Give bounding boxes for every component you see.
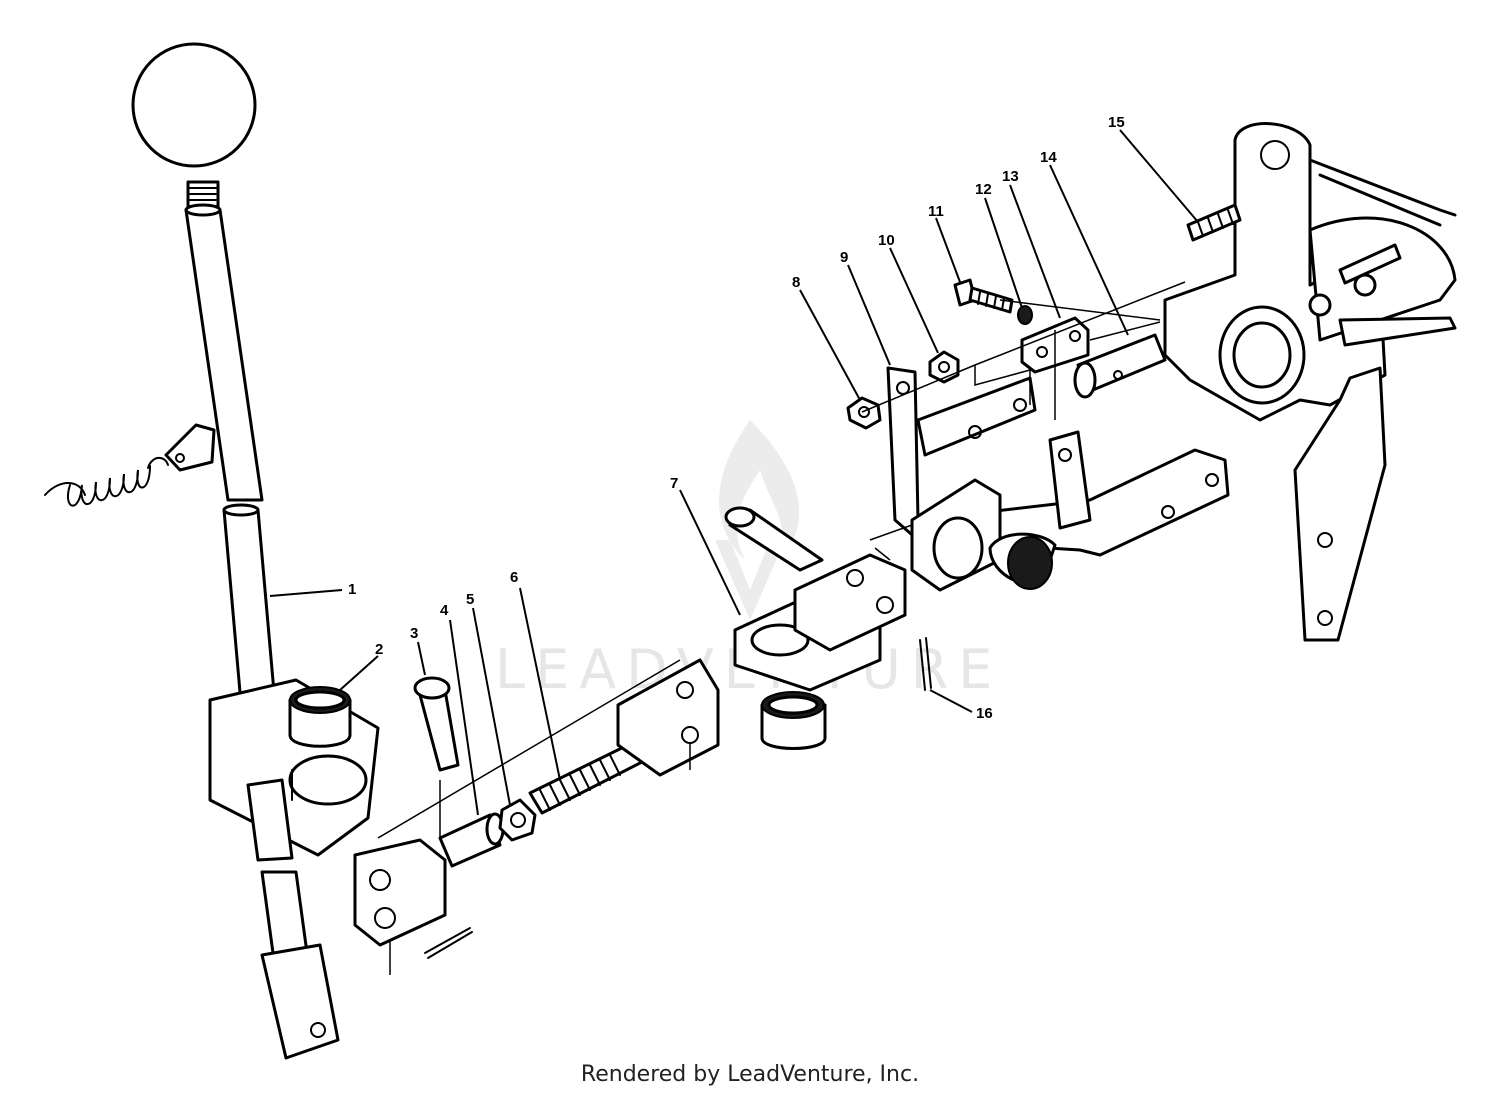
assembly-lines — [377, 281, 1186, 975]
callout-4: 4 — [440, 602, 449, 619]
part-6-threaded-rod — [528, 658, 720, 815]
leader-lines — [269, 129, 1199, 816]
lower-bushing — [760, 691, 827, 750]
part-2-bushing — [288, 686, 352, 748]
part-4-rod — [438, 812, 505, 868]
callout-10: 10 — [878, 232, 895, 249]
spring-bracket — [164, 423, 216, 472]
callout-7: 7 — [670, 475, 678, 492]
part-14-pin — [1073, 333, 1167, 399]
callout-6: 6 — [510, 569, 518, 586]
part-16-cotter-pin — [919, 637, 932, 691]
part-15-bolt — [1186, 203, 1402, 285]
callout-9: 9 — [840, 249, 848, 266]
part-1-shift-lever — [131, 42, 380, 1060]
lower-clevis — [353, 838, 447, 947]
return-spring — [44, 456, 169, 507]
callout-1: 1 — [348, 581, 356, 598]
part-12-washer — [1017, 305, 1033, 325]
shift-knob — [131, 42, 257, 168]
callout-16: 16 — [976, 705, 993, 722]
callout-labels: 1 2 3 4 5 6 7 8 9 10 11 12 13 14 15 16 — [348, 114, 1125, 722]
callout-2: 2 — [375, 641, 383, 658]
cotter-pin-lower — [424, 927, 473, 959]
part-7-pivot-block — [724, 506, 907, 692]
callout-3: 3 — [410, 625, 418, 642]
transmission-housing — [1163, 122, 1457, 642]
part-9-bracket — [886, 366, 1230, 557]
footer-credit: Rendered by LeadVenture, Inc. — [580, 1062, 920, 1087]
callout-12: 12 — [975, 181, 992, 198]
part-3-clevis-pin — [413, 676, 460, 772]
callout-11: 11 — [928, 203, 944, 220]
callout-8: 8 — [792, 274, 800, 291]
callout-5: 5 — [466, 591, 474, 608]
lever-end-block — [260, 943, 340, 1060]
part-5-jam-nut — [498, 798, 537, 842]
part-8-nut — [846, 396, 882, 430]
part-11-bolt — [953, 278, 1014, 314]
callout-15: 15 — [1108, 114, 1125, 131]
callout-14: 14 — [1040, 149, 1057, 166]
bracket-collar — [910, 478, 1057, 592]
callout-13: 13 — [1002, 168, 1019, 185]
